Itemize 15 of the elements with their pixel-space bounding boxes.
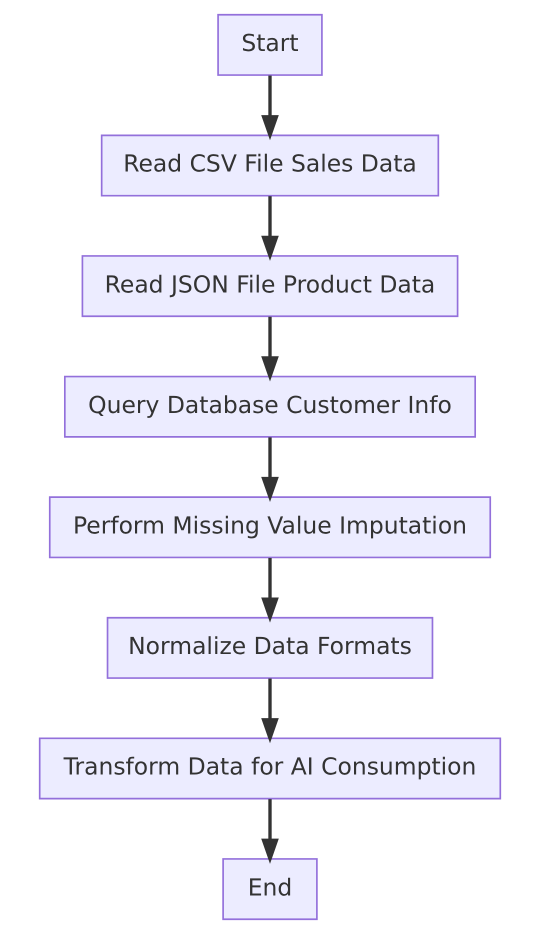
arrow — [261, 76, 279, 140]
node-box: Transform Data for AI Consumption — [38, 738, 502, 800]
node-box: End — [222, 858, 318, 920]
node-box: Read JSON File Product Data — [82, 255, 458, 318]
node-box: Perform Missing Value Imputation — [48, 496, 492, 558]
node-box: Read CSV File Sales Data — [100, 134, 440, 196]
node-box: Normalize Data Formats — [106, 616, 434, 679]
arrow — [261, 196, 279, 261]
arrow — [261, 558, 279, 623]
arrow — [261, 316, 279, 382]
arrow — [261, 678, 279, 744]
node-box: Query Database Customer Info — [64, 376, 476, 438]
node-box: Start — [217, 14, 323, 76]
arrow — [261, 437, 279, 502]
arrow — [261, 799, 279, 864]
